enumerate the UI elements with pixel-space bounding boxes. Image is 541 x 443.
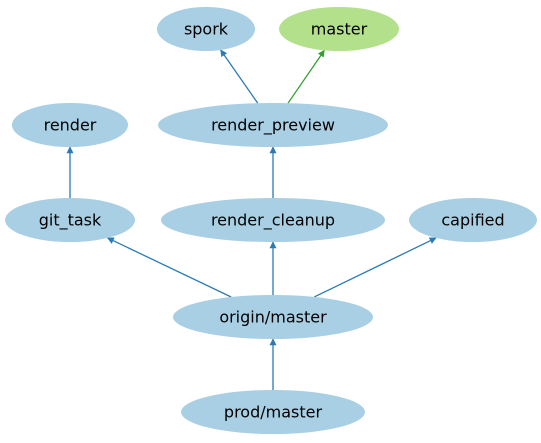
node-shape [5,198,135,242]
node-prod-master: prod/master [181,390,365,434]
node-origin-master: origin/master [173,295,373,339]
node-label: master [311,20,368,39]
node-label: git_task [39,211,102,231]
node-shape [157,7,255,51]
edge-render_preview-to-spork [220,49,259,104]
node-render-preview: render_preview [158,103,388,147]
node-capified: capified [409,198,537,242]
node-label: render_cleanup [211,211,335,231]
node-master: master [279,7,399,51]
node-label: render_preview [211,116,335,136]
node-label: prod/master [224,403,323,422]
node-label: origin/master [219,308,327,327]
node-render-cleanup: render_cleanup [161,198,385,242]
node-shape [409,198,537,242]
node-spork: spork [157,7,255,51]
node-label: render [44,116,97,135]
node-shape [173,295,373,339]
node-shape [181,390,365,434]
node-shape [12,103,128,147]
node-label: spork [184,20,229,39]
edge-origin_master-to-capified [314,237,437,298]
node-shape [158,103,388,147]
node-label: capified [441,211,504,230]
edges-layer [66,49,437,390]
edge-origin_master-to-git_task [106,237,232,298]
nodes-layer: spork master render render_preview git_task r… [5,7,537,434]
edge-render_preview-to-master [287,49,325,104]
node-shape [279,7,399,51]
node-shape [161,198,385,242]
node-git-task: git_task [5,198,135,242]
node-render: render [12,103,128,147]
